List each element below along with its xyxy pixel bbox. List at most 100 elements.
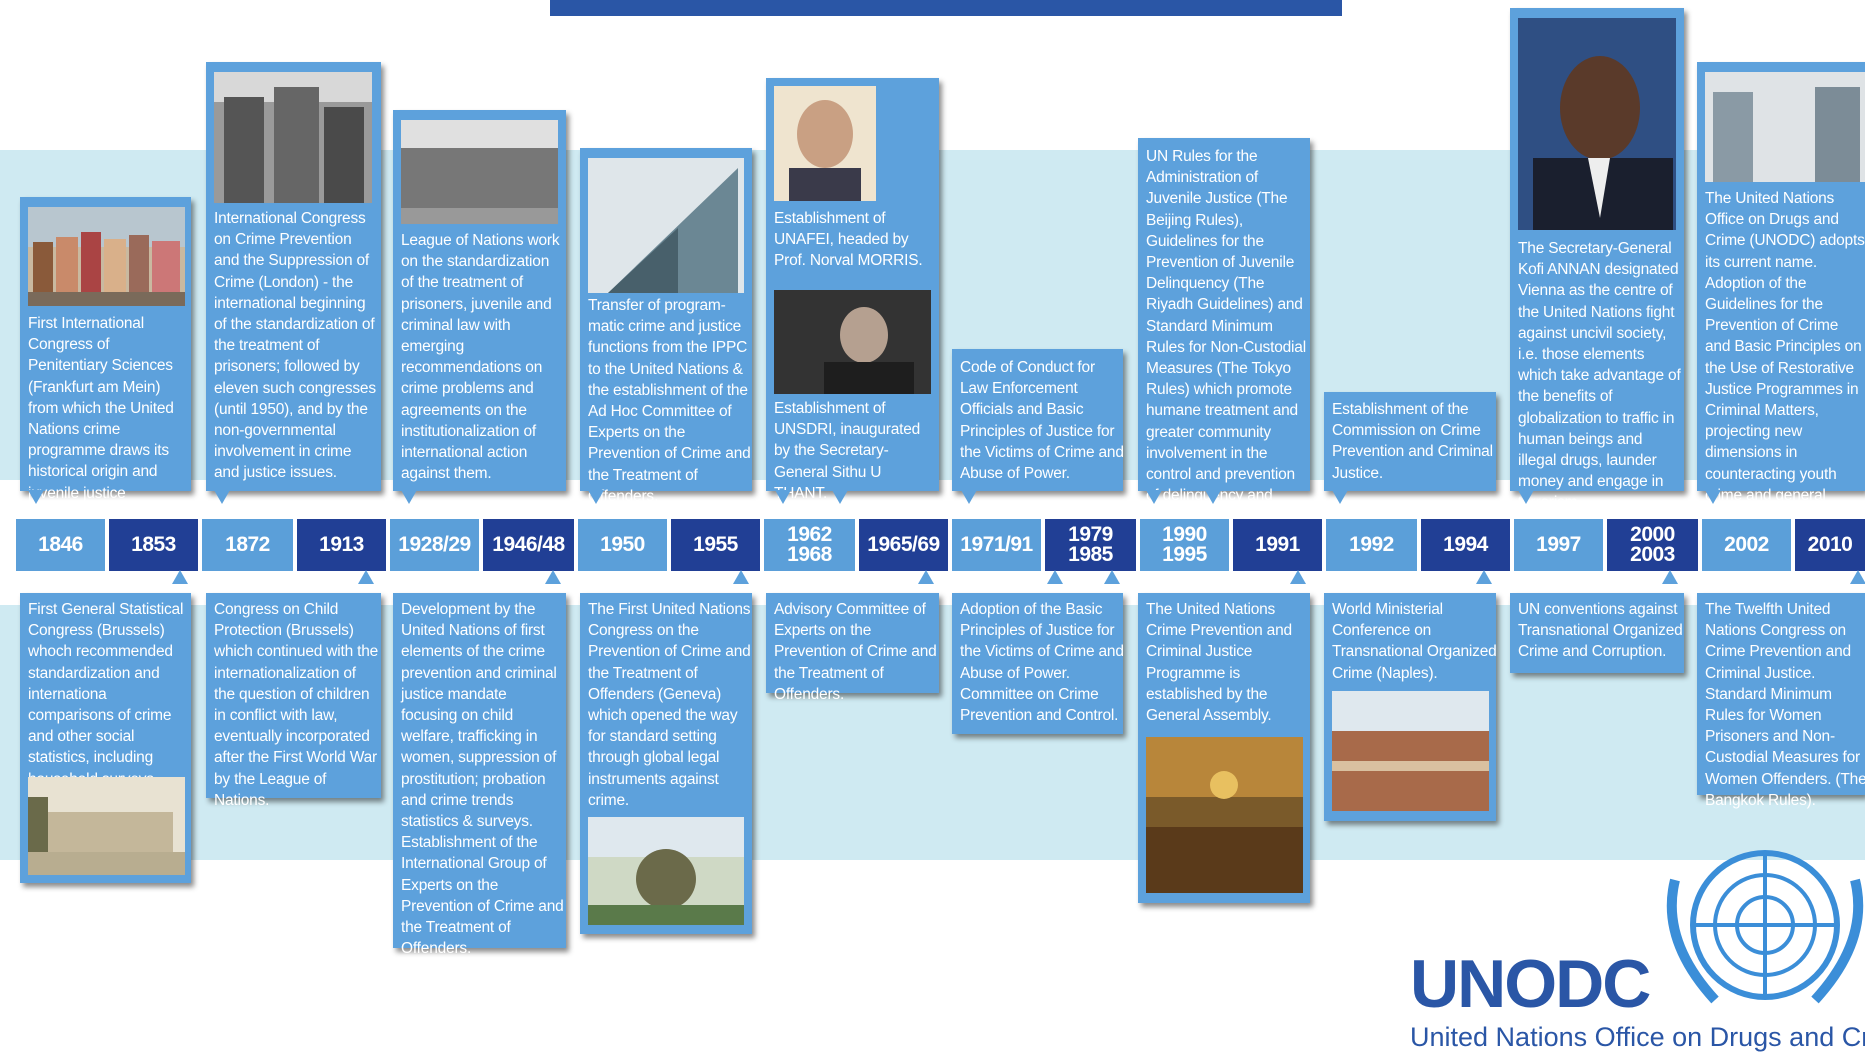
london-building-photo bbox=[214, 72, 372, 203]
event-card-1965-69: Advisory Committee of Experts on the Pre… bbox=[766, 593, 939, 703]
event-card-1872: International Congress on Crime Preventi… bbox=[206, 62, 381, 491]
event-card-1994: World Ministerial Conference on Transnat… bbox=[1324, 593, 1497, 821]
year-label: 1872 bbox=[202, 519, 293, 571]
pointer bbox=[961, 490, 977, 504]
year-label: 1950 bbox=[578, 519, 667, 571]
event-text: Development by the United Nations of fir… bbox=[401, 601, 564, 958]
event-card-1997: The Secretary-General Kofi ANNAN designa… bbox=[1510, 8, 1684, 511]
event-text: League of Nations work on the standardiz… bbox=[401, 232, 560, 483]
naples-palace-photo bbox=[1332, 691, 1489, 811]
pointer bbox=[1662, 570, 1678, 584]
event-text: Congress on Child Protection (Brussels) … bbox=[214, 601, 379, 809]
event-card-2010: The Twelfth United Nations Congress on C… bbox=[1697, 593, 1865, 809]
event-text: The First United Nations Congress on the… bbox=[588, 601, 751, 809]
year-label: 1994 bbox=[1421, 519, 1510, 571]
event-text: World Ministerial Conference on Transnat… bbox=[1332, 601, 1497, 682]
pointer bbox=[545, 570, 561, 584]
u-thant-photo bbox=[774, 290, 931, 394]
event-text: The Secretary-General Kofi ANNAN designa… bbox=[1518, 240, 1681, 512]
event-text: Establishment of UNSDRI, inaugurated by … bbox=[774, 400, 921, 502]
year-label: 1946/48 bbox=[483, 519, 574, 571]
unodc-logo: UNODC United Nations Office on Drugs and… bbox=[1410, 946, 1865, 1052]
event-card-1991: The United Nations Crime Prevention and … bbox=[1138, 593, 1310, 903]
un-building-photo bbox=[588, 158, 744, 293]
event-text: First General Statistical Congress (Brus… bbox=[28, 601, 184, 788]
year-label: 1991 bbox=[1233, 519, 1322, 571]
event-card-1990: UN Rules for the Administration of Juven… bbox=[1138, 138, 1310, 525]
event-text: Establishment of UNAFEI, headed by Prof.… bbox=[774, 210, 923, 270]
event-card-1913: Congress on Child Protection (Brussels) … bbox=[206, 593, 381, 809]
year-label: 1992 bbox=[1326, 519, 1417, 571]
event-text: First International Congress of Penitent… bbox=[28, 315, 174, 523]
pointer bbox=[1850, 570, 1865, 584]
event-text: International Congress on Crime Preventi… bbox=[214, 210, 376, 482]
year-label: 1965/69 bbox=[859, 519, 948, 571]
year-label: 1928/29 bbox=[390, 519, 479, 571]
event-text: The United Nations Office on Drugs and C… bbox=[1705, 190, 1865, 526]
geneva-sphere-photo bbox=[588, 817, 744, 925]
header-banner bbox=[550, 0, 1342, 16]
event-text: UN conventions against Transnational Org… bbox=[1518, 601, 1683, 661]
event-card-1955: The First United Nations Congress on the… bbox=[580, 593, 752, 934]
pointer bbox=[733, 570, 749, 584]
general-assembly-photo bbox=[1146, 737, 1303, 893]
frankfurt-photo bbox=[28, 207, 185, 306]
year-label: 2000 bbox=[1630, 523, 1675, 546]
pointer bbox=[1047, 570, 1063, 584]
vienna-centre-photo bbox=[1705, 72, 1865, 182]
event-text: The Twelfth United Nations Congress on C… bbox=[1705, 601, 1865, 809]
year-label: 2002 bbox=[1702, 519, 1791, 571]
year-label: 1968 bbox=[787, 543, 832, 566]
event-card-1846: First International Congress of Penitent… bbox=[20, 197, 191, 523]
kofi-annan-photo bbox=[1518, 18, 1676, 230]
pointer bbox=[401, 490, 417, 504]
pointer bbox=[832, 490, 848, 504]
pointer bbox=[214, 490, 230, 504]
event-card-2002: The United Nations Office on Drugs and C… bbox=[1697, 62, 1865, 525]
pointer bbox=[1705, 490, 1721, 504]
year-label: 1995 bbox=[1162, 543, 1207, 566]
year-label: 2010 bbox=[1795, 519, 1865, 571]
year-label: 1985 bbox=[1068, 543, 1113, 566]
event-text: Code of Conduct for Law Enforcement Offi… bbox=[960, 359, 1124, 483]
brussels-palace-photo bbox=[28, 777, 185, 875]
event-card-1992: Establishment of the Commission on Crime… bbox=[1324, 392, 1496, 491]
league-of-nations-photo bbox=[401, 120, 558, 224]
year-label: 1990 bbox=[1162, 523, 1207, 546]
year-label: 1979 bbox=[1068, 523, 1113, 546]
pointer bbox=[1146, 490, 1162, 504]
pointer bbox=[588, 490, 604, 504]
year-label: 1853 bbox=[109, 519, 198, 571]
pointer bbox=[358, 570, 374, 584]
pointer bbox=[775, 490, 791, 504]
pointer bbox=[1476, 570, 1492, 584]
event-card-2000: UN conventions against Transnational Org… bbox=[1510, 593, 1684, 673]
pointer bbox=[28, 490, 44, 504]
event-card-1946-48: Development by the United Nations of fir… bbox=[393, 593, 566, 957]
event-text: Advisory Committee of Experts on the Pre… bbox=[774, 601, 937, 703]
pointer bbox=[172, 570, 188, 584]
event-card-1971-91: Code of Conduct for Law Enforcement Offi… bbox=[952, 349, 1124, 491]
event-card-1950: Transfer of program-matic crime and just… bbox=[580, 148, 752, 505]
year-label: 1955 bbox=[671, 519, 760, 571]
event-text: The United Nations Crime Prevention and … bbox=[1146, 601, 1292, 725]
event-card-1853: First General Statistical Congress (Brus… bbox=[20, 593, 191, 883]
year-label: 1962 bbox=[787, 523, 832, 546]
pointer bbox=[1332, 490, 1348, 504]
event-text: Adoption of the Basic Principles of Just… bbox=[960, 601, 1124, 725]
logo-acronym: UNODC bbox=[1410, 946, 1651, 1022]
event-card-1962: Establishment of UNAFEI, headed by Prof.… bbox=[766, 78, 939, 502]
year-label: 1971/91 bbox=[952, 519, 1041, 571]
year-label: 2003 bbox=[1630, 543, 1675, 566]
pointer bbox=[1518, 490, 1534, 504]
pointer bbox=[1290, 570, 1306, 584]
timeline-axis: 1846 1853 1872 1913 1928/29 1946/48 1950… bbox=[16, 519, 1865, 571]
event-text: Establishment of the Commission on Crime… bbox=[1332, 401, 1493, 482]
logo-full-name: United Nations Office on Drugs and Crim bbox=[1410, 1022, 1865, 1052]
un-emblem-icon bbox=[1666, 850, 1864, 1004]
year-label: 1997 bbox=[1514, 519, 1603, 571]
